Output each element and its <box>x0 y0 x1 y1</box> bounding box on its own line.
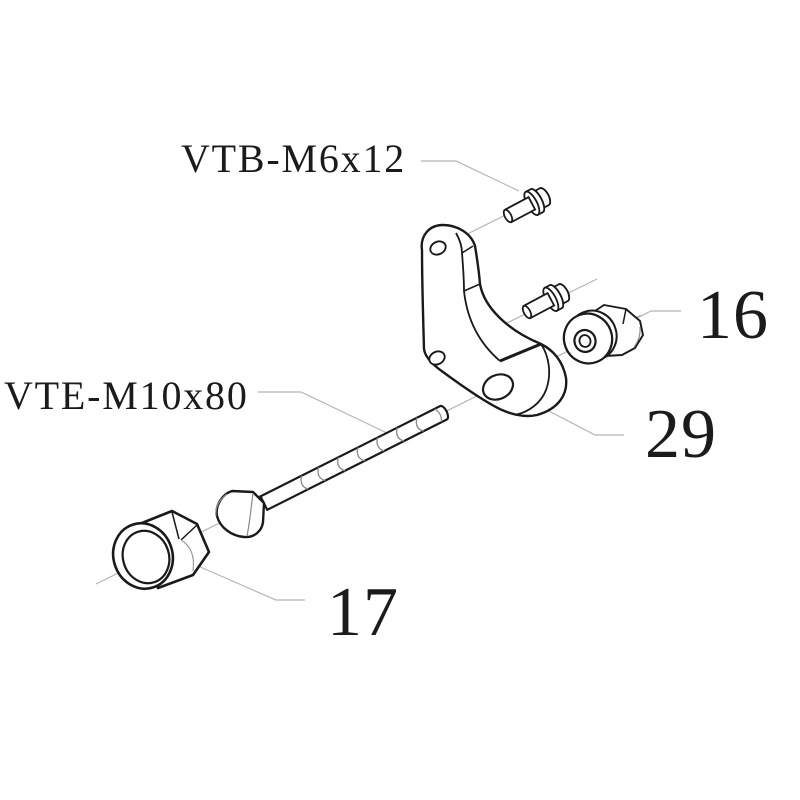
hex-nut-facet-edge-1 <box>171 511 180 540</box>
label-17: 17 <box>327 574 399 651</box>
label-bolt: VTE-M10x80 <box>4 373 249 418</box>
flange-nut-bore-inner <box>578 334 592 348</box>
hex-nut-face-inner <box>121 529 171 585</box>
screw-top <box>498 182 556 230</box>
labels: VTB-M6x12 VTE-M10x80 16 29 17 <box>4 136 769 651</box>
label-screw: VTB-M6x12 <box>181 136 406 181</box>
flange-nut-chamfer-arc <box>633 326 641 348</box>
bolt-head-chamfer-arc <box>215 493 228 517</box>
leader-bolt-label <box>258 391 388 434</box>
leader-screw-label <box>421 160 520 192</box>
bracket-top-hole <box>429 240 447 256</box>
bracket-front-face-edge <box>455 232 501 362</box>
leader-17 <box>197 565 305 601</box>
bracket-end-band-edge <box>514 343 551 416</box>
bolt-part <box>215 404 450 539</box>
bracket-main-bolt-hole <box>481 373 515 401</box>
bolt-shank <box>259 404 450 512</box>
hex-nut-part <box>111 509 211 590</box>
hex-nut-chamfer-arc <box>180 539 195 572</box>
bracket-elbow-crease-edge <box>499 342 542 363</box>
screw-middle <box>517 278 575 326</box>
hex-nut-facet-edge-2 <box>180 524 198 541</box>
flange-nut-facet-edge <box>622 308 627 325</box>
flange-nut-part <box>562 304 644 365</box>
bolt-head-facet-edge <box>246 492 254 537</box>
bolt-tip-chamfer <box>434 408 442 422</box>
screw-shape <box>517 278 575 326</box>
bracket-lower-hole <box>428 350 446 366</box>
bracket-rule-line-upper <box>461 245 474 254</box>
bolt-head <box>215 489 266 539</box>
bracket-rule-line-lower <box>463 283 481 292</box>
screw-shape <box>498 182 556 230</box>
bolt-thread-arcs <box>300 417 424 490</box>
bracket-part <box>420 223 568 418</box>
label-29: 29 <box>645 396 717 473</box>
label-16: 16 <box>697 277 769 354</box>
